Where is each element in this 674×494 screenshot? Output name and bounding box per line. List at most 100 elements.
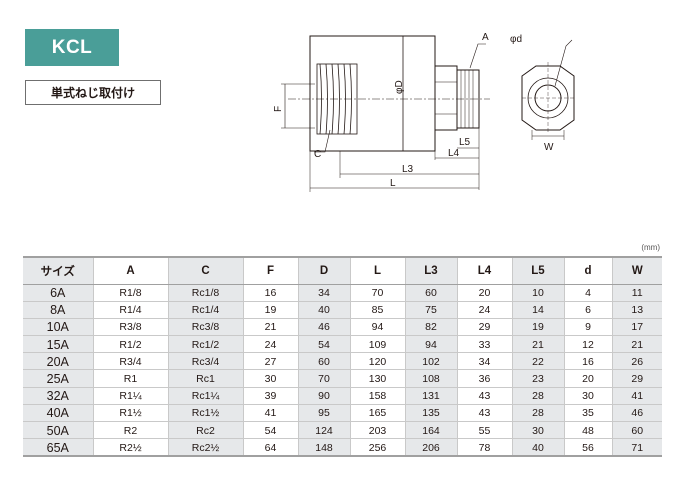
size-cell: 65A [23,438,93,457]
table-cell: Rc1/2 [167,335,243,354]
table-cell: 28 [511,387,564,405]
label-c: C [314,149,321,160]
table-cell: R3/8 [92,318,168,337]
table-cell: 109 [349,335,405,354]
unit-note: (mm) [641,243,660,252]
table-cell: 94 [349,318,405,337]
table-cell: 120 [349,352,405,371]
column-header: L [349,256,405,285]
technical-drawing: A φD F C L5 L4 L3 L φd [270,26,610,196]
label-l: L [390,178,396,189]
table-cell: 24 [242,335,298,354]
table-cell: R1/2 [92,335,168,354]
table-cell: 30 [563,387,612,405]
size-cell: 6A [23,284,93,302]
drawing-svg: A φD F C L5 L4 L3 L φd [273,32,575,192]
label-l4: L4 [448,148,460,159]
table-cell: 29 [456,318,512,337]
table-cell: 54 [242,421,298,440]
table-cell: 60 [611,421,662,440]
mount-type-label: 単式ねじ取付け [25,80,161,105]
table-cell: 26 [611,352,662,371]
table-cell: Rc1/4 [167,301,243,319]
size-cell: 50A [23,421,93,440]
table-cell: 28 [511,404,564,423]
leader-phi-d [554,39,573,87]
leader-c [314,129,331,153]
table-cell: 11 [611,284,662,302]
mount-type-text: 単式ねじ取付け [50,86,135,100]
table-cell: 94 [404,335,457,354]
table-cell: Rc2½ [167,438,243,457]
table-cell: 48 [563,421,612,440]
label-a: A [482,32,489,43]
table-cell: 124 [297,421,350,440]
leader-a [469,43,486,69]
table-cell: 71 [611,438,662,457]
table-cell: 22 [511,352,564,371]
table-cell: Rc1 [167,369,243,388]
table-cell: 70 [297,369,350,388]
table-cell: 95 [297,404,350,423]
size-cell: 15A [23,335,93,354]
size-cell: 8A [23,301,93,319]
table-cell: R1 [92,369,168,388]
table-cell: 40 [511,438,564,457]
table-cell: 21 [242,318,298,337]
table-cell: R2½ [92,438,168,457]
table-cell: 75 [404,301,457,319]
table-cell: 20 [563,369,612,388]
model-badge: KCL [25,29,119,66]
table-cell: 4 [563,284,612,302]
table-cell: 78 [456,438,512,457]
table-cell: 13 [611,301,662,319]
size-cell: 10A [23,318,93,337]
table-cell: 43 [456,404,512,423]
table-cell: 206 [404,438,457,457]
column-header: L3 [404,256,457,285]
table-cell: R3/4 [92,352,168,371]
table-cell: 158 [349,387,405,405]
table-cell: 85 [349,301,405,319]
ext-thread-lines [460,70,474,128]
end-view-hex [521,65,575,131]
table-cell: 12 [563,335,612,354]
table-cell: 10 [511,284,564,302]
label-l3: L3 [402,164,414,175]
table-cell: 17 [611,318,662,337]
table-cell: 203 [349,421,405,440]
table-cell: 21 [611,335,662,354]
label-w: W [544,142,554,153]
table-cell: 40 [297,301,350,319]
table-cell: R1¼ [92,387,168,405]
table-cell: Rc1¼ [167,387,243,405]
table-cell: R1/8 [92,284,168,302]
table-cell: Rc1½ [167,404,243,423]
table-cell: 30 [511,421,564,440]
column-header: d [563,256,612,285]
table-cell: Rc3/8 [167,318,243,337]
size-cell: 32A [23,387,93,405]
table-cell: 9 [563,318,612,337]
table-cell: 43 [456,387,512,405]
table-cell: 14 [511,301,564,319]
column-header: F [242,256,298,285]
table-cell: 19 [511,318,564,337]
table-cell: 33 [456,335,512,354]
table-cell: 39 [242,387,298,405]
table-cell: 36 [456,369,512,388]
table-cell: 35 [563,404,612,423]
label-phi-d-large: φD [394,80,405,94]
table-cell: 165 [349,404,405,423]
